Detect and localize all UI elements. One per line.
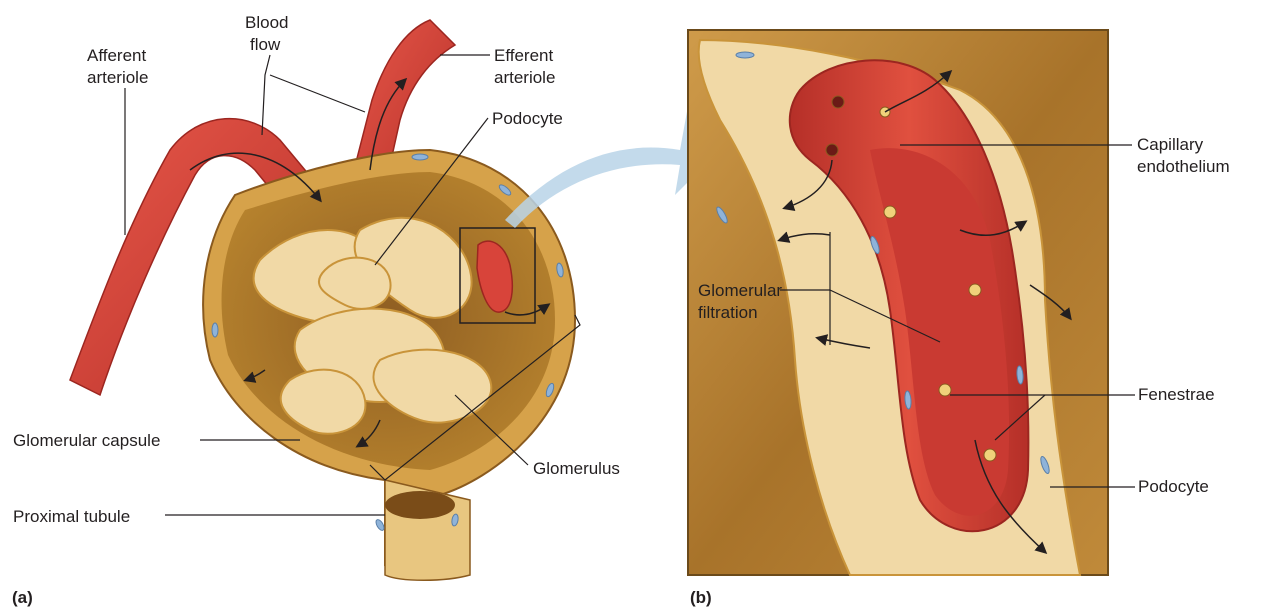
label-afferent-arteriole-line2: arteriole <box>87 67 148 88</box>
panel-a-part-label: (a) <box>12 588 33 608</box>
label-efferent-arteriole-line2: arteriole <box>494 67 555 88</box>
label-glomerulus: Glomerulus <box>533 458 620 479</box>
label-blood-flow-line2: flow <box>250 34 280 55</box>
label-capillary-endothelium-line2: endothelium <box>1137 156 1230 177</box>
label-capillary-endothelium-line1: Capillary <box>1137 134 1203 155</box>
label-glomerular-capsule: Glomerular capsule <box>13 430 160 451</box>
label-glomerular-filtration-line2: filtration <box>698 302 758 323</box>
panel-a-art <box>70 20 720 580</box>
label-afferent-arteriole-line1: Afferent <box>87 45 146 66</box>
label-proximal-tubule: Proximal tubule <box>13 506 130 527</box>
label-fenestrae: Fenestrae <box>1138 384 1215 405</box>
label-podocyte-a: Podocyte <box>492 108 563 129</box>
label-blood-flow-line1: Blood <box>245 12 288 33</box>
label-efferent-arteriole-line1: Efferent <box>494 45 553 66</box>
label-podocyte-b: Podocyte <box>1138 476 1209 497</box>
label-glomerular-filtration-line1: Glomerular <box>698 280 782 301</box>
panel-b-part-label: (b) <box>690 588 712 608</box>
